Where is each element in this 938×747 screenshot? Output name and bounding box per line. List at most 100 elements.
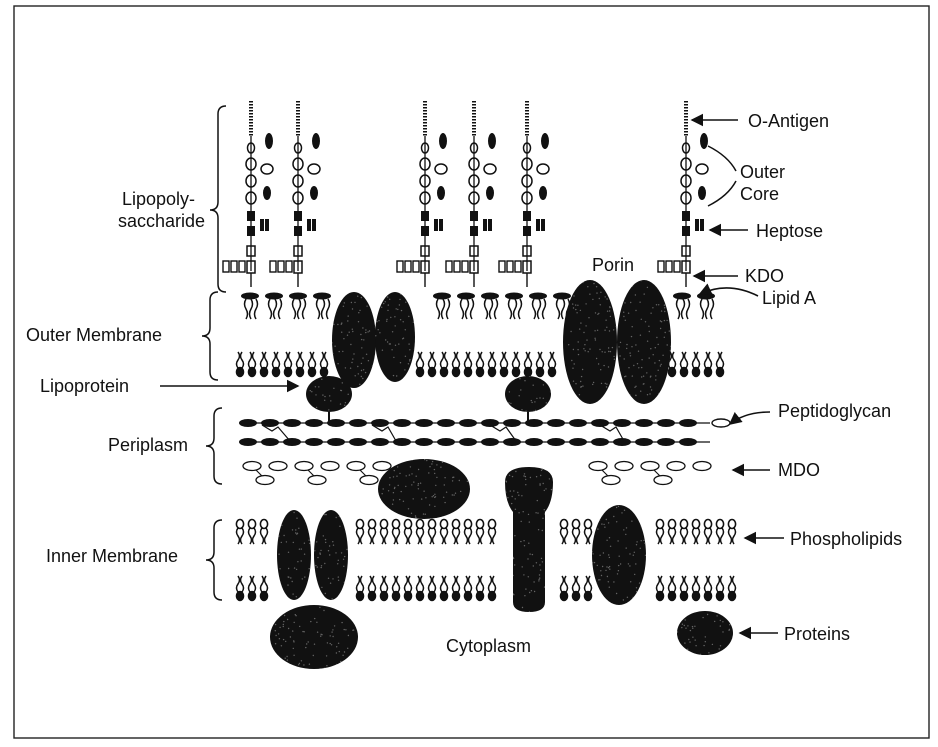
phospholipid [380, 576, 387, 601]
label-outer-membrane: Outer Membrane [26, 325, 162, 345]
phospholipid [416, 576, 423, 601]
phospholipid [704, 352, 711, 377]
mdo-unit [641, 462, 659, 471]
mdo-unit [667, 462, 685, 471]
phospholipid [716, 576, 723, 601]
phospholipid [236, 576, 243, 601]
cytoplasmic-protein-right [677, 611, 733, 655]
phospholipid [572, 520, 579, 545]
phospholipid [500, 352, 507, 377]
phospholipid [356, 576, 363, 601]
glycan-bead [481, 438, 499, 446]
glycan-bead [437, 419, 455, 427]
phospholipid [368, 520, 375, 545]
brace-inner-membrane [206, 520, 222, 600]
phospholipid [476, 520, 483, 545]
glycan-bead [459, 438, 477, 446]
cytoplasmic-protein-left [270, 605, 358, 669]
label-lipopolysaccharide-2: saccharide [118, 211, 205, 231]
glycan-bead [481, 419, 499, 427]
glycan-bead [415, 438, 433, 446]
phospholipid [296, 352, 303, 377]
glycan-bead [657, 438, 675, 446]
glycan-bead [503, 438, 521, 446]
phospholipid [572, 576, 579, 601]
phospholipid [440, 352, 447, 377]
label-lipopolysaccharide-1: Lipopoly- [122, 189, 195, 209]
glycan-bead [283, 419, 301, 427]
phospholipid [464, 352, 471, 377]
omp-right [375, 292, 415, 382]
phospholipid [368, 576, 375, 601]
lps-layer [223, 101, 708, 287]
label-periplasm: Periplasm [108, 435, 188, 455]
imp-1 [277, 510, 311, 600]
phospholipid [440, 520, 447, 545]
phospholipid [548, 352, 555, 377]
phospholipid [560, 520, 567, 545]
label-lipoprotein: Lipoprotein [40, 376, 129, 396]
glycan-bead [547, 419, 565, 427]
phospholipid [452, 352, 459, 377]
outer-membrane-proteins [306, 280, 672, 425]
phospholipid [536, 352, 543, 377]
label-outer-core-2: Core [740, 184, 779, 204]
glycan-bead [393, 419, 411, 427]
label-peptidoglycan: Peptidoglycan [778, 401, 891, 421]
phospholipid [524, 352, 531, 377]
lps-chain [223, 101, 273, 287]
glycan-bead [239, 419, 257, 427]
lipid-a [505, 293, 523, 320]
glycan-bead [635, 438, 653, 446]
porin-right [617, 280, 671, 404]
mdo-unit [615, 462, 633, 471]
lps-chain [499, 101, 549, 287]
imp-2 [314, 510, 348, 600]
mdo-unit [373, 462, 391, 471]
glycan-bead [437, 438, 455, 446]
phospholipid [392, 520, 399, 545]
label-lipid-a: Lipid A [762, 288, 816, 308]
glycan-bead [547, 438, 565, 446]
lipoprotein-right [505, 376, 551, 412]
phospholipid [692, 520, 699, 545]
phospholipid [656, 576, 663, 601]
brace-outer-membrane [202, 292, 218, 380]
phospholipid [476, 352, 483, 377]
phospholipid [488, 576, 495, 601]
glycan-bead [239, 438, 257, 446]
phospholipid [488, 352, 495, 377]
glycan-bead [525, 419, 543, 427]
lipid-a [697, 293, 715, 320]
mdo-unit [360, 476, 378, 485]
glycan-bead [327, 438, 345, 446]
phospholipid [680, 520, 687, 545]
glycan-bead [635, 419, 653, 427]
label-kdo: KDO [745, 266, 784, 286]
phospholipid [260, 576, 267, 601]
glycan-bead [679, 419, 697, 427]
phospholipid [440, 576, 447, 601]
label-phospholipids: Phospholipids [790, 529, 902, 549]
glycan-bead [613, 438, 631, 446]
glycan-bead [349, 419, 367, 427]
lipoprotein-left [306, 376, 352, 412]
phospholipid [380, 520, 387, 545]
inner-membrane-lipids [236, 520, 735, 601]
lipid-a [313, 293, 331, 320]
arrow-peptidoglycan [730, 412, 770, 424]
phospholipid [236, 352, 243, 377]
mdo-unit [308, 476, 326, 485]
glycan-bead [415, 419, 433, 427]
lps-chain [397, 101, 447, 287]
glycan-bead [525, 438, 543, 446]
glycan-bead [679, 438, 697, 446]
label-porin: Porin [592, 255, 634, 275]
phospholipid [452, 520, 459, 545]
phospholipid [512, 352, 519, 377]
label-proteins: Proteins [784, 624, 850, 644]
lipid-a [289, 293, 307, 320]
phospholipid [236, 520, 243, 545]
phospholipid [452, 576, 459, 601]
